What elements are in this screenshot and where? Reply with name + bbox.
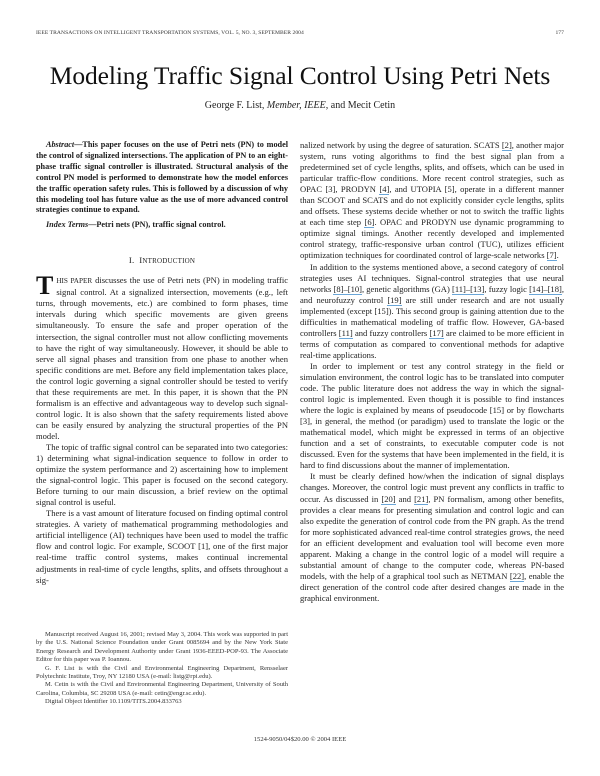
abstract-text: This paper focuses on the use of Petri n… — [36, 140, 288, 215]
intro-paragraph-2: The topic of traffic signal control can … — [36, 442, 288, 508]
section-title-initial: I — [139, 255, 143, 266]
right-paragraph-2: In addition to the systems mentioned abo… — [300, 262, 564, 361]
journal-header: IEEE TRANSACTIONS ON INTELLIGENT TRANSPO… — [36, 30, 304, 36]
text-run: In addition to the systems mentioned abo… — [300, 261, 564, 294]
left-column: Abstract—This paper focuses on the use o… — [36, 140, 288, 586]
text-run: , PN formalism, among other benefits, pr… — [300, 493, 564, 581]
text-run: . — [556, 250, 559, 261]
text-run: , and neurofuzzy control — [300, 283, 564, 305]
author-2: and Mecit Cetin — [330, 100, 396, 111]
copyright-footer: 1524-9050/04$20.00 © 2004 IEEE — [253, 736, 347, 743]
citation-link-17[interactable]: [17] — [429, 327, 444, 339]
citation-link-7[interactable]: [7] — [546, 250, 557, 262]
section-title-rest: NTRODUCTION — [142, 257, 196, 266]
citation-link-22[interactable]: [22] — [509, 570, 525, 582]
citation-link-14-18[interactable]: [14]–[18] — [529, 283, 562, 295]
footnote-received: Manuscript received August 16, 2001; rev… — [36, 631, 288, 664]
text-run: nalized network by using the degree of s… — [300, 140, 502, 150]
right-column: nalized network by using the degree of s… — [300, 140, 564, 604]
abstract-dash: — — [74, 140, 83, 149]
author-1: George F. List, — [204, 100, 265, 111]
running-head: IEEE TRANSACTIONS ON INTELLIGENT TRANSPO… — [36, 30, 564, 36]
page-number: 177 — [555, 30, 564, 36]
footnote-author-1: G. F. List is with the Civil and Environ… — [36, 664, 288, 681]
footnote-author-2: M. Cetin is with the Civil and Environme… — [36, 681, 288, 697]
index-terms-dash: — — [88, 220, 97, 230]
citation-link-21[interactable]: [21] — [414, 493, 429, 505]
paper-title: Modeling Traffic Signal Control Using Pe… — [49, 61, 551, 90]
abstract-label: Abstract — [46, 140, 75, 149]
author-1-affiliation: Member, IEEE, — [266, 100, 329, 111]
right-paragraph-3: In order to implement or test any contro… — [300, 360, 564, 471]
section-heading-introduction: I. INTRODUCTION — [36, 255, 288, 267]
citation-link-11-13[interactable]: [11]–[13] — [451, 283, 485, 295]
drop-cap: T — [36, 271, 54, 301]
text-run: . OPAC and PRODYN use dynamic programmin… — [300, 217, 565, 261]
citation-link-19[interactable]: [19] — [387, 294, 402, 306]
text-run: , enable the direct generation of the co… — [300, 570, 565, 603]
intro-paragraph-3: There is a vast amount of literature foc… — [36, 508, 288, 585]
citation-link-11[interactable]: [11] — [338, 327, 353, 339]
text-run: are still under research and are not usu… — [300, 294, 564, 338]
citation-link-6[interactable]: [6] — [364, 217, 375, 229]
author-line: George F. List, Member, IEEE, and Mecit … — [0, 100, 600, 111]
text-run: , fuzzy logic — [484, 283, 530, 294]
lead-caps: HIS PAPER — [56, 277, 93, 286]
section-number: I. — [128, 255, 135, 266]
index-terms-text: Petri nets (PN), traffic signal control. — [96, 220, 226, 230]
right-paragraph-1: nalized network by using the degree of s… — [300, 140, 564, 262]
citation-link-4[interactable]: [4] — [379, 184, 390, 196]
footnotes: Manuscript received August 16, 2001; rev… — [36, 631, 288, 707]
text-run: , and UTOPIA [5], operate in a different… — [300, 184, 565, 228]
index-terms-label: Index Terms — [46, 220, 89, 230]
abstract: Abstract—This paper focuses on the use o… — [36, 140, 288, 216]
citation-link-20[interactable]: [20] — [381, 493, 396, 505]
citation-link-2[interactable]: [2] — [501, 140, 512, 151]
text-run: are claimed to be more efficient in term… — [300, 327, 565, 360]
text-run: and fuzzy controllers — [352, 327, 430, 338]
text-run: , genetic algorithms (GA) — [361, 283, 452, 294]
index-terms: Index Terms—Petri nets (PN), traffic sig… — [36, 220, 288, 231]
intro-p1-text: discusses the use of Petri nets (PN) in … — [36, 275, 288, 441]
citation-link-8-10[interactable]: [8]–[10] — [333, 283, 362, 295]
footnote-doi: Digital Object Identifier 10.1109/TITS.2… — [45, 698, 182, 706]
text-run: and — [395, 493, 415, 504]
right-paragraph-4: It must be clearly defined how/when the … — [300, 471, 564, 604]
text-run: , another major system, runs voting algo… — [300, 140, 564, 195]
text-run: It must be clearly defined how/when the … — [300, 471, 564, 504]
